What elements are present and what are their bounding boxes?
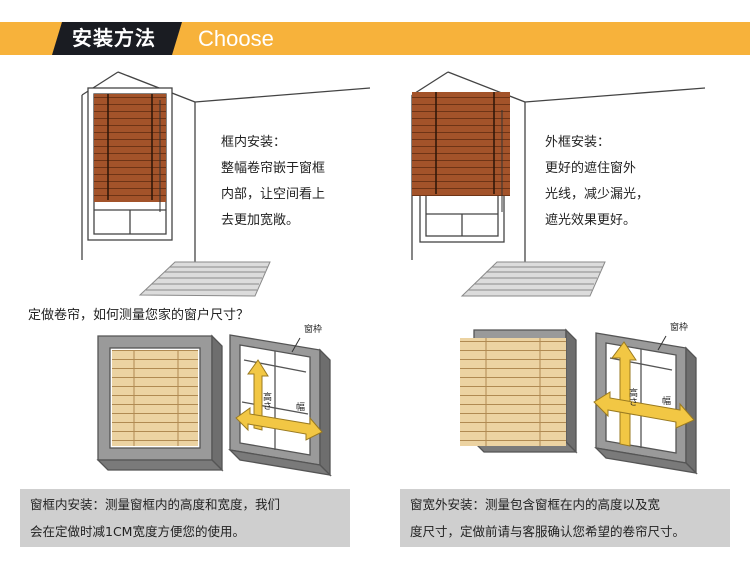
inside-mount-line-2: 整幅卷帘嵌于窗框 (221, 161, 326, 176)
window-measure-left (228, 334, 332, 477)
header-subtitle: Choose (198, 26, 274, 51)
arrow-width-right (593, 391, 695, 429)
light-blind-outside (460, 338, 566, 446)
inside-mount-line-4: 去更加宽敞。 (221, 213, 300, 228)
label-height-right: 高さ (627, 387, 638, 406)
floor-1 (138, 261, 271, 297)
header-title: 安装方法 (72, 26, 156, 50)
header-tab (52, 22, 182, 55)
note-outside: 窗宽外安装：测量包含窗框在内的高度以及宽 度尺寸，定做前请与客服确认您希望的卷帘… (400, 489, 730, 547)
floor-2 (460, 261, 606, 297)
outside-mount-caption: 外框安装： 更好的遮住窗外 光线，减少漏光， 遮光效果更好。 (545, 130, 649, 234)
light-blind-inside (112, 350, 198, 446)
outside-mount-line-3: 光线，减少漏光， (545, 187, 650, 202)
note-inside-line-1: 窗框内安装：测量窗框内的高度和宽度，我们 (30, 497, 281, 512)
inside-mount-line-3: 内部，让空间看上 (221, 187, 326, 202)
label-width-right: 幅 (662, 395, 671, 407)
note-outside-line-1: 窗宽外安装：测量包含窗框在内的高度以及宽 (410, 497, 661, 512)
note-inside-line-2: 会在定做时减1CM宽度方便您的使用。 (30, 524, 245, 539)
label-frame-right: 窗枠 (670, 321, 688, 333)
label-width-left: 幅 (296, 401, 305, 413)
note-inside: 窗框内安装：测量窗框内的高度和宽度，我们 会在定做时减1CM宽度方便您的使用。 (20, 489, 350, 547)
note-outside-line-2: 度尺寸，定做前请与客服确认您希望的卷帘尺寸。 (410, 524, 686, 539)
inside-mount-caption: 框内安装： 整幅卷帘嵌于窗框 内部，让空间看上 去更加宽敞。 (221, 130, 325, 234)
outside-mount-line-4: 遮光效果更好。 (545, 213, 637, 228)
outside-blind (412, 92, 510, 196)
measure-question: 定做卷帘，如何测量您家的窗户尺寸？ (28, 308, 250, 323)
label-frame-left: 窗枠 (304, 323, 322, 335)
arrow-height-left (247, 359, 269, 431)
inside-mount-line-1: 框内安装： (221, 135, 287, 150)
inside-blind (94, 94, 166, 202)
outside-mount-line-2: 更好的遮住窗外 (545, 161, 637, 176)
arrow-width-left (235, 407, 323, 441)
outside-mount-line-1: 外框安装： (545, 135, 611, 150)
label-height-left: 高さ (261, 391, 272, 410)
arrow-height-right (611, 341, 637, 447)
